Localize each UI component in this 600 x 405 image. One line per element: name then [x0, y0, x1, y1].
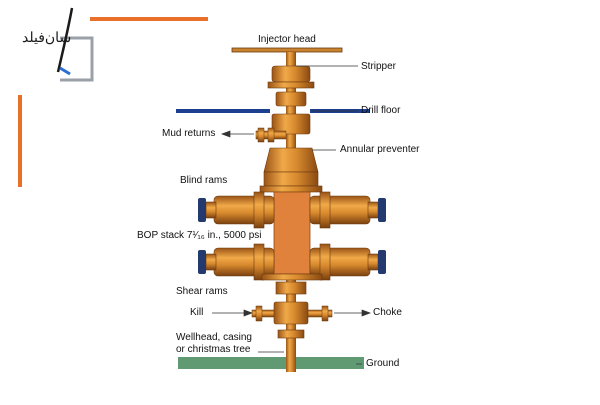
label-bop-stack: BOP stack 7¹⁄₁₆ in., 5000 psi: [137, 230, 262, 241]
mud-returns-valve-2: [267, 127, 275, 143]
annular-preventer-base: [263, 171, 319, 187]
label-shear-rams: Shear rams: [176, 286, 228, 297]
label-drill-floor: Drill floor: [361, 105, 401, 116]
kill-choke-cross: [273, 301, 309, 325]
stripper: [271, 65, 311, 83]
spool: [271, 113, 311, 135]
annular-flange: [259, 185, 323, 193]
logo-bracket: [60, 36, 94, 82]
blind-rams-right: [309, 191, 386, 229]
leader-lines: [212, 65, 371, 365]
stripper-flange: [267, 81, 315, 89]
choke-arrow-head: [361, 309, 371, 317]
lower-spool: [275, 281, 307, 295]
kill-arrow-head: [243, 309, 253, 317]
logo: [18, 7, 208, 187]
logo-left-bar: [18, 95, 22, 187]
label-stripper: Stripper: [361, 61, 397, 72]
logo-accent-icon: [59, 66, 71, 76]
bop-body: [273, 191, 311, 275]
blind-rams-left: [198, 191, 275, 229]
label-injector-head: Injector head: [258, 34, 316, 45]
label-ground: Ground: [366, 358, 400, 369]
mud-returns-valve: [257, 127, 265, 143]
lower-flange: [261, 273, 323, 281]
annular-preventer: [263, 147, 319, 173]
ground-slab: [178, 357, 364, 369]
injector-head-plate: [231, 47, 343, 53]
label-wellhead-line2: or christmas tree: [176, 344, 251, 355]
wellhead: [277, 329, 305, 339]
logo-text: سان‌فیلد: [22, 30, 72, 46]
label-blind-rams: Blind rams: [180, 175, 228, 186]
shear-rams-right: [309, 243, 386, 281]
shear-rams-left: [198, 243, 275, 281]
label-wellhead-line1: Wellhead, casing: [176, 332, 252, 343]
label-annular-preventer: Annular preventer: [340, 144, 420, 155]
label-mud-returns: Mud returns: [162, 128, 216, 139]
stripper-lower: [275, 91, 307, 107]
label-choke: Choke: [373, 307, 402, 318]
kill-valve: [255, 305, 263, 322]
choke-valve: [321, 305, 329, 322]
mud-returns-arrow-head: [221, 130, 231, 138]
logo-top-bar: [90, 17, 208, 21]
logo-quill-icon: [56, 7, 74, 73]
drill-floor-left: [176, 109, 270, 113]
label-kill: Kill: [190, 307, 204, 318]
